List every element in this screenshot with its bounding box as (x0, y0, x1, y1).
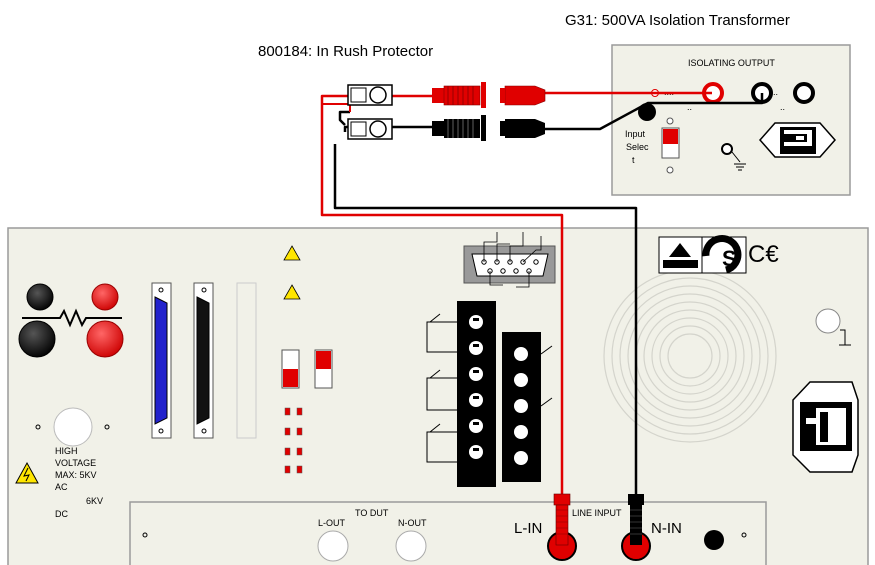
svg-text:..: .. (780, 102, 785, 112)
panel-ground-terminal[interactable] (815, 308, 841, 334)
l-out-socket[interactable] (317, 530, 349, 562)
black-plug-n-in (628, 494, 644, 545)
small-switch-bank[interactable] (284, 407, 303, 474)
panel-black-post[interactable] (704, 530, 724, 550)
red-plug-l-in (553, 493, 571, 546)
transformer-title: G31: 500VA Isolation Transformer (565, 12, 790, 29)
hv-text-6: DC (55, 509, 68, 519)
hv-text-3: MAX: 5KV (55, 470, 97, 480)
screw-right (104, 424, 110, 430)
ce-mark: C€ (748, 241, 779, 268)
blank-slot (236, 282, 257, 439)
svg-text:..: .. (687, 102, 692, 112)
indicator-led-bottom (666, 166, 674, 174)
black-test-lead-right (500, 119, 545, 138)
red-test-lead-left (432, 82, 486, 108)
l-out-label: L-OUT (318, 518, 346, 528)
relay-lines (426, 313, 553, 463)
warning-icon-top (283, 245, 301, 261)
transformer-black-plug (638, 103, 656, 121)
nine-pin-connector[interactable] (463, 232, 556, 288)
in-rush-protector (347, 84, 393, 140)
panel-power-inlet[interactable] (792, 381, 859, 473)
indicator-led-top (666, 117, 674, 125)
dip-switch-left[interactable] (281, 349, 300, 389)
hv-output-connector[interactable] (53, 407, 93, 447)
line-input-panel (129, 501, 767, 565)
screw (741, 532, 747, 538)
gs-logo: S (701, 235, 747, 274)
binding-post-red-small[interactable] (91, 283, 119, 311)
binding-post-black-large[interactable] (18, 320, 56, 358)
screw-left (35, 424, 41, 430)
n-out-socket[interactable] (395, 530, 427, 562)
black-wire-output (543, 93, 764, 131)
hv-text-2: VOLTAGE (55, 458, 96, 468)
n-in-label: N-IN (651, 520, 682, 537)
panel-ground-icon (839, 329, 851, 346)
db-connector-black[interactable] (193, 282, 214, 439)
output-black-socket-2[interactable] (793, 82, 815, 104)
black-wire-line (333, 110, 638, 496)
hv-text-1: HIGH (55, 446, 78, 456)
tuv-logo (658, 236, 703, 274)
ground-terminal (721, 143, 733, 155)
transformer-power-inlet[interactable] (758, 122, 837, 158)
binding-post-red-large[interactable] (86, 320, 124, 358)
terminal-block-left[interactable] (457, 301, 496, 487)
line-input-label: LINE INPUT (572, 508, 622, 518)
isolation-transformer (611, 44, 851, 196)
input-select-switch-toggle (663, 129, 678, 144)
binding-post-black-small[interactable] (26, 283, 54, 311)
terminal-block-right[interactable] (502, 332, 541, 482)
input-select-label-2: Selec (626, 142, 649, 152)
fan-grille (603, 269, 777, 443)
hv-text-4: AC (55, 482, 68, 492)
warning-icon-middle (283, 284, 301, 300)
red-test-lead-right (500, 85, 546, 106)
hv-text-5: 6KV (86, 496, 103, 506)
dip-switch-right[interactable] (314, 349, 333, 389)
input-select-label-1: Input (625, 129, 646, 139)
to-dut-label: TO DUT (355, 508, 389, 518)
resistor-symbol-icon (22, 308, 122, 328)
n-out-label: N-OUT (398, 518, 427, 528)
svg-text:S: S (722, 246, 737, 271)
svg-text:....: .... (768, 87, 778, 97)
protector-title: 800184: In Rush Protector (258, 43, 433, 60)
db-connector-blue[interactable] (151, 282, 172, 439)
screw (142, 532, 148, 538)
ground-icon (731, 151, 746, 171)
black-test-lead-left (432, 115, 486, 141)
isolating-output-label: ISOLATING OUTPUT (688, 58, 775, 68)
input-select-label-3: t (632, 155, 635, 165)
high-voltage-warning-icon (15, 461, 39, 484)
l-in-label: L-IN (514, 520, 542, 537)
